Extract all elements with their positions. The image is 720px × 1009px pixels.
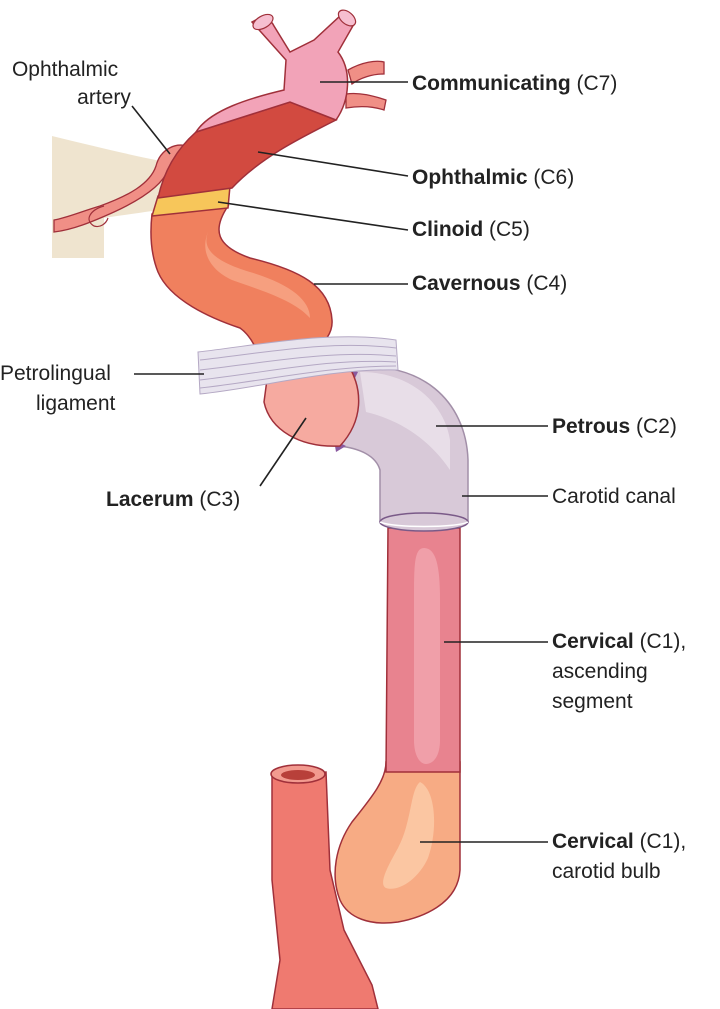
label-ophthalmic: Ophthalmic (C6): [412, 166, 574, 189]
label-petrous: Petrous (C2): [552, 415, 677, 438]
carotid-canal: [334, 366, 469, 532]
label-carotid-canal: Carotid canal: [552, 485, 676, 508]
leader-ophthalmic-artery: [131, 105, 171, 155]
external-carotid-artery: [270, 764, 379, 1009]
label-communicating: Communicating (C7): [412, 72, 617, 95]
label-petrolingual-ligament: Petrolingual ligament: [0, 362, 117, 415]
label-ophthalmic-artery: Ophthalmic artery: [12, 58, 131, 109]
label-cavernous: Cavernous (C4): [412, 272, 567, 295]
communicating-c7: [194, 9, 387, 134]
cervical-c1-carotid-bulb: [334, 761, 461, 924]
leader-clinoid: [217, 201, 409, 231]
petrolingual-ligament: [197, 336, 399, 395]
lacerum-c3: [263, 367, 360, 447]
label-clinoid: Clinoid (C5): [412, 218, 530, 241]
label-cervical-bulb: Cervical (C1), carotid bulb: [552, 830, 692, 883]
labels: Ophthalmic artery Communicating (C7) Oph…: [0, 58, 692, 883]
label-cervical-ascending: Cervical (C1), ascending segment: [552, 630, 692, 713]
ophthalmic-c6: [157, 101, 338, 199]
leader-lacerum: [259, 417, 307, 487]
label-lacerum: Lacerum (C3): [106, 488, 240, 511]
leader-ophthalmic: [257, 151, 409, 177]
cervical-c1-ascending-segment: [385, 527, 461, 773]
leader-lines: [131, 81, 548, 843]
